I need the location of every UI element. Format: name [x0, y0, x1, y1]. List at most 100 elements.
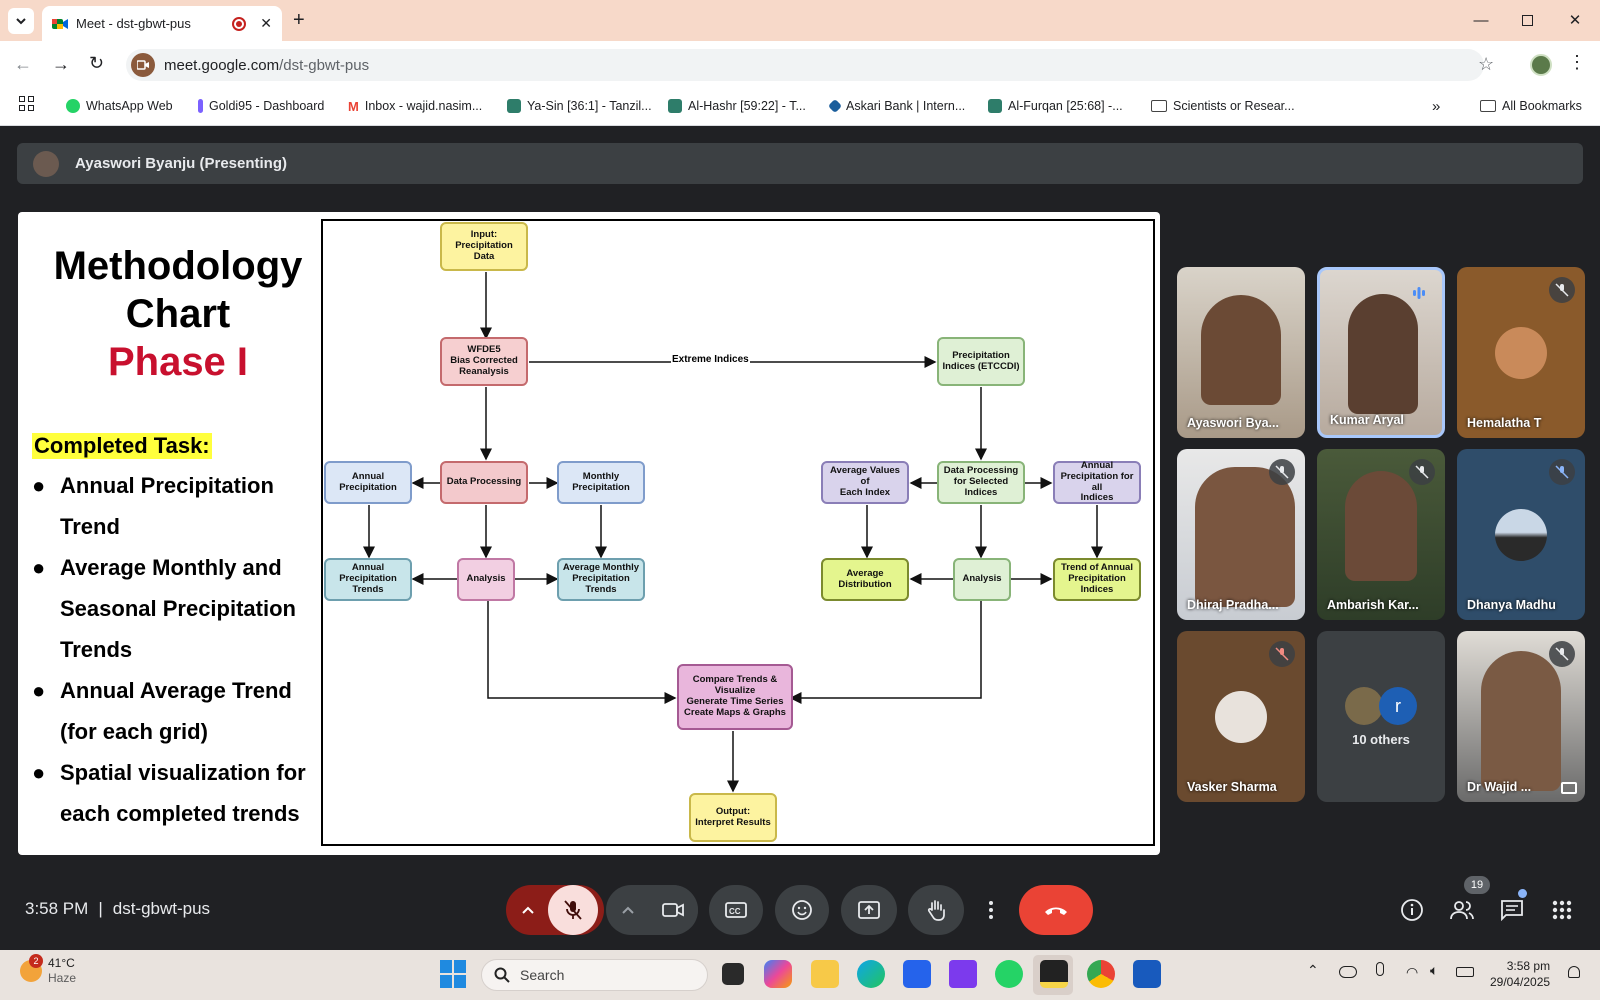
volume-icon[interactable]: 🔈︎	[1430, 962, 1439, 978]
bookmark-goldi95[interactable]: Goldi95 - Dashboard	[198, 95, 324, 117]
camera-toggle-button[interactable]	[648, 885, 698, 935]
browser-menu-icon[interactable]: ⋮	[1568, 52, 1586, 72]
present-screen-button[interactable]	[841, 885, 897, 935]
minimize-button[interactable]: —	[1473, 11, 1489, 29]
bookmark-askari[interactable]: Askari Bank | Intern...	[827, 95, 965, 117]
forward-icon[interactable]: →	[52, 54, 70, 74]
reload-icon[interactable]: ↻	[89, 53, 105, 73]
more-bookmarks-icon[interactable]: »	[1432, 97, 1441, 115]
svg-text:CC: CC	[729, 907, 741, 916]
mic-off-icon	[1549, 277, 1575, 303]
mic-off-icon	[1549, 641, 1575, 667]
tab-search-button[interactable]	[8, 8, 34, 34]
onedrive-icon[interactable]	[1339, 966, 1357, 978]
clock-date: 29/04/2025	[1490, 975, 1551, 989]
participant-video	[1348, 294, 1418, 414]
bookmark-yasin[interactable]: Ya-Sin [36:1] - Tanzil...	[507, 95, 652, 117]
edge-icon[interactable]	[857, 960, 885, 988]
bookmark-alhashr[interactable]: Al-Hashr [59:22] - T...	[668, 95, 806, 117]
mic-off-icon	[1269, 641, 1295, 667]
word-icon[interactable]	[1133, 960, 1161, 988]
close-window-button[interactable]: ✕	[1568, 12, 1582, 29]
all-bookmarks-folder[interactable]: All Bookmarks	[1480, 95, 1582, 117]
node-output: Output:Interpret Results	[689, 793, 777, 842]
site-info-icon[interactable]	[131, 53, 155, 77]
participant-tile[interactable]: Dhanya Madhu	[1457, 449, 1585, 620]
whatsapp-app-icon[interactable]	[995, 960, 1023, 988]
back-icon[interactable]: ←	[14, 54, 32, 74]
completed-task-heading: Completed Task:	[32, 433, 212, 459]
participant-tile[interactable]: Kumar Aryal	[1317, 267, 1445, 438]
battery-icon[interactable]	[1456, 967, 1474, 977]
chrome-icon[interactable]	[1087, 960, 1115, 988]
participant-tile[interactable]: Dr Wajid ...	[1457, 631, 1585, 802]
bookmark-alfurqan[interactable]: Al-Furqan [25:68] -...	[988, 95, 1123, 117]
apps-grid-icon[interactable]	[19, 96, 34, 111]
notification-bell-icon[interactable]	[1568, 966, 1580, 978]
participant-tile[interactable]: Hemalatha T	[1457, 267, 1585, 438]
methodology-flowchart: Extreme Indices Input:Precipitation Data…	[321, 219, 1155, 846]
task-view-icon[interactable]	[722, 963, 744, 985]
address-bar[interactable]: meet.google.com/dst-gbwt-pus	[126, 49, 1484, 81]
bookmark-star-icon[interactable]: ☆	[1478, 54, 1495, 74]
restore-button[interactable]	[1512, 8, 1542, 32]
askari-icon	[827, 98, 843, 114]
tanzil-icon	[507, 99, 521, 113]
self-view-pip-icon[interactable]	[1561, 782, 1577, 794]
participant-tile[interactable]: Ambarish Kar...	[1317, 449, 1445, 620]
tab-close-icon[interactable]: ✕	[260, 15, 272, 31]
bookmark-whatsapp[interactable]: WhatsApp Web	[66, 95, 173, 117]
system-clock[interactable]: 3:58 pm 29/04/2025	[1490, 958, 1550, 990]
copilot-icon[interactable]	[764, 960, 792, 988]
tab-title: Meet - dst-gbwt-pus	[76, 16, 191, 31]
taskbar-search-box[interactable]: Search	[481, 959, 708, 991]
node-annual-precipitation: Annual Precipitation	[324, 461, 412, 504]
weather-badge: 2	[29, 954, 43, 968]
microphone-tray-icon[interactable]	[1376, 962, 1384, 976]
snipping-tool-icon[interactable]	[949, 960, 977, 988]
store-icon[interactable]	[903, 960, 931, 988]
folder-icon	[1480, 100, 1496, 112]
file-explorer-icon[interactable]	[811, 960, 839, 988]
clock-and-code: 3:58 PM | dst-gbwt-pus	[25, 899, 210, 919]
meeting-details-icon[interactable]	[1395, 893, 1429, 927]
search-icon	[494, 967, 510, 983]
activities-grid-icon[interactable]	[1545, 893, 1579, 927]
more-options-button[interactable]	[975, 885, 1007, 935]
tanzil-icon	[988, 99, 1002, 113]
sticky-notes-icon[interactable]	[1040, 960, 1068, 988]
slide-title: Methodology Chart Phase I	[28, 242, 328, 386]
microphone-toggle-button[interactable]	[548, 885, 598, 935]
raise-hand-button[interactable]	[908, 885, 964, 935]
clock-time: 3:58 pm	[1506, 959, 1551, 973]
active-tab[interactable]: Meet - dst-gbwt-pus ✕	[42, 6, 282, 41]
participant-tile[interactable]: Vasker Sharma	[1177, 631, 1305, 802]
wifi-icon[interactable]: ◠	[1406, 964, 1419, 980]
windows-taskbar	[0, 950, 1600, 1000]
mic-off-icon	[564, 900, 582, 920]
leave-call-button[interactable]	[1019, 885, 1093, 935]
windows-start-icon[interactable]	[440, 960, 468, 988]
weather-widget[interactable]: 2 41°C Haze	[20, 954, 76, 986]
folder-icon	[1151, 100, 1167, 112]
presenter-banner: Ayaswori Byanju (Presenting)	[17, 143, 1583, 184]
reactions-button[interactable]	[775, 885, 829, 935]
hang-up-icon	[1045, 907, 1067, 915]
people-icon[interactable]	[1445, 893, 1479, 927]
camera-icon	[662, 903, 684, 917]
others-count: 10 others	[1352, 732, 1410, 747]
chat-icon[interactable]	[1495, 893, 1529, 927]
gmail-icon: M	[348, 98, 359, 114]
participant-tile[interactable]: Ayaswori Bya...	[1177, 267, 1305, 438]
show-hidden-icons[interactable]: ⌃	[1307, 962, 1319, 978]
bookmark-folder-scientists[interactable]: Scientists or Resear...	[1151, 95, 1295, 117]
profile-avatar[interactable]	[1530, 54, 1552, 76]
others-tile[interactable]: r 10 others	[1317, 631, 1445, 802]
presenter-name: Ayaswori Byanju (Presenting)	[75, 155, 287, 172]
captions-button[interactable]: CC	[709, 885, 763, 935]
new-tab-button[interactable]: +	[293, 9, 305, 31]
participant-tile[interactable]: Dhiraj Pradha...	[1177, 449, 1305, 620]
